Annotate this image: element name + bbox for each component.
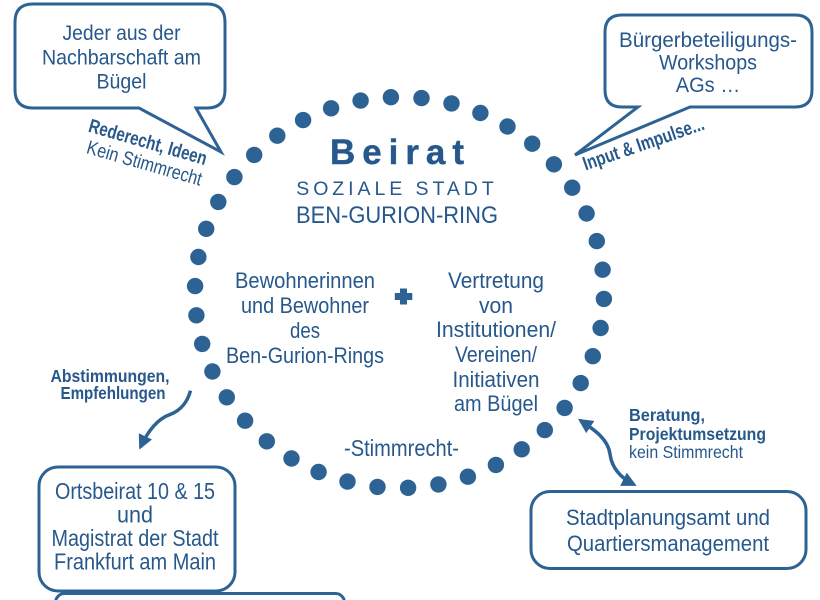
- svg-text:am Bügel: am Bügel: [454, 391, 538, 416]
- svg-text:Bügel: Bügel: [97, 70, 147, 94]
- svg-text:kein Stimmrecht: kein Stimmrecht: [629, 442, 743, 462]
- svg-text:Abstimmungen,: Abstimmungen,: [51, 366, 170, 386]
- svg-text:Vereinen/: Vereinen/: [455, 342, 538, 367]
- svg-text:Vertretung: Vertretung: [448, 268, 544, 293]
- svg-text:Projektumsetzung: Projektumsetzung: [629, 424, 766, 444]
- svg-text:Bewohnerinnen: Bewohnerinnen: [235, 268, 375, 293]
- svg-text:Ortsbeirat 10 & 15: Ortsbeirat 10 & 15: [55, 478, 215, 504]
- svg-text:des: des: [290, 318, 320, 343]
- svg-text:und Bewohner: und Bewohner: [241, 293, 369, 318]
- svg-text:Workshops: Workshops: [659, 52, 757, 75]
- svg-text:von: von: [479, 293, 513, 318]
- svg-text:und: und: [117, 502, 153, 528]
- svg-text:Empfehlungen: Empfehlungen: [61, 383, 166, 403]
- svg-text:BEN-GURION-RING: BEN-GURION-RING: [296, 202, 498, 229]
- svg-text:AGs …: AGs …: [676, 74, 741, 97]
- svg-text:Stadtplanungsamt und: Stadtplanungsamt und: [566, 505, 770, 530]
- svg-text:Nachbarschaft am: Nachbarschaft am: [42, 45, 201, 69]
- svg-text:Initiativen: Initiativen: [453, 367, 540, 392]
- svg-text:Frankfurt am Main: Frankfurt am Main: [54, 549, 216, 575]
- svg-text:Jeder aus der: Jeder aus der: [63, 21, 181, 45]
- svg-text:SOZIALE STADT: SOZIALE STADT: [296, 178, 494, 200]
- svg-text:-Stimmrecht-: -Stimmrecht-: [344, 435, 459, 461]
- svg-text:Magistrat der Stadt: Magistrat der Stadt: [52, 525, 220, 551]
- svg-text:Beirat: Beirat: [330, 133, 464, 172]
- svg-text:Beratung,: Beratung,: [629, 405, 705, 425]
- svg-text:Quartiersmanagement: Quartiersmanagement: [567, 531, 770, 556]
- svg-text:Bürgerbeteiligungs-: Bürgerbeteiligungs-: [619, 29, 797, 52]
- svg-text:Institutionen/: Institutionen/: [436, 317, 557, 342]
- svg-text:Ben-Gurion-Rings: Ben-Gurion-Rings: [226, 343, 384, 368]
